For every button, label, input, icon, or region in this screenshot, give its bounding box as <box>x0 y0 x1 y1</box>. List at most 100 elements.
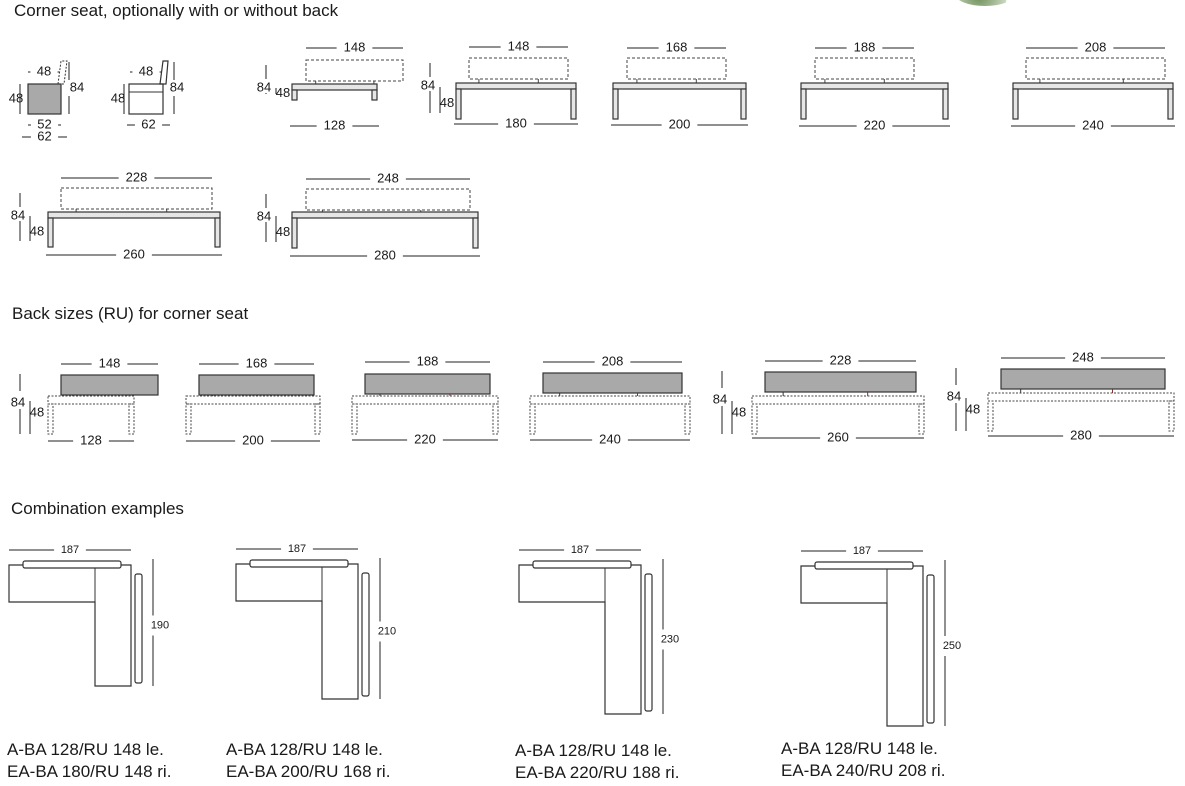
plan-outline <box>800 565 924 727</box>
dim-back-width-label: 248 <box>377 170 399 185</box>
dim-seat-height-label: 48 <box>30 404 44 419</box>
seat-top <box>800 82 949 90</box>
plan-outline <box>518 564 642 715</box>
dim-seat-height-label: 48 <box>440 95 454 110</box>
plan-outline <box>235 563 359 700</box>
dim-combination-depth-label: 190 <box>151 619 169 631</box>
seat-leg-left <box>529 403 536 435</box>
seat-leg-right <box>740 88 747 120</box>
side-open-body <box>128 83 164 115</box>
seat-top <box>987 392 1175 402</box>
seat-leg-left <box>185 403 192 435</box>
section-heading-back-sizes: Back sizes (RU) for corner seat <box>12 304 249 323</box>
dim-depth-outer-label: 62 <box>141 116 155 131</box>
dim-seat-height-label: 48 <box>966 401 980 416</box>
seat-top <box>291 211 479 219</box>
dim-combination-width-label: 187 <box>61 544 79 556</box>
back-cushion <box>542 372 683 394</box>
seat-leg-left <box>751 403 758 435</box>
seat-leg-right <box>314 403 321 435</box>
dim-combination-depth-label: 250 <box>943 640 961 652</box>
dim-seat-width-label: 200 <box>242 432 264 447</box>
back-cushion <box>1025 57 1166 80</box>
seat-leg-right <box>684 403 691 435</box>
back-cushion <box>60 187 213 210</box>
dim-seat-width-label: 128 <box>80 432 102 447</box>
dim-seat-width-label: 220 <box>414 431 436 446</box>
back-cushion <box>764 371 917 393</box>
side-block-body <box>27 83 62 115</box>
seat-top <box>351 395 499 405</box>
dim-back-width-label: 228 <box>830 352 852 367</box>
seat-top <box>612 82 747 90</box>
seat-leg-right <box>492 403 499 435</box>
dim-seat-width-label: 240 <box>1082 117 1104 132</box>
seat-leg-left <box>455 88 462 120</box>
dim-seat-height-label: 48 <box>111 90 125 105</box>
plan-back-right <box>361 572 370 697</box>
dim-combination-depth-label: 210 <box>378 625 396 637</box>
dim-total-height-label: 84 <box>257 208 271 223</box>
dim-back-width-label: 208 <box>602 353 624 368</box>
seat-top <box>455 82 577 90</box>
seat-leg-right <box>570 88 577 120</box>
seat-leg-right <box>1167 88 1174 120</box>
dim-total-height-label: 84 <box>11 394 25 409</box>
dim-back-width-label: 148 <box>99 355 121 370</box>
dim-total-height-label: 84 <box>421 77 435 92</box>
seat-leg-left <box>291 89 298 101</box>
plan-back-right <box>134 573 143 684</box>
dim-combination-depth-label: 230 <box>661 633 679 645</box>
dim-total-height-label: 84 <box>170 79 184 94</box>
dim-seat-width-label: 180 <box>505 115 527 130</box>
seat-leg-left <box>612 88 619 120</box>
combination-caption-line-2: EA-BA 200/RU 168 ri. <box>226 762 391 781</box>
dim-total-height-label: 84 <box>713 391 727 406</box>
dim-back-width-label: 168 <box>246 355 268 370</box>
combination-caption-line-2: EA-BA 180/RU 148 ri. <box>7 762 172 781</box>
dim-total-height-label: 84 <box>70 79 84 94</box>
plan-back-top <box>532 560 632 569</box>
dim-seat-height-label: 48 <box>9 90 23 105</box>
dim-back-width-label: 248 <box>1072 349 1094 364</box>
dim-depth-inner-label: 52 <box>37 116 51 131</box>
seat-leg-left <box>291 217 298 249</box>
seat-leg-right <box>214 217 221 248</box>
combination-caption-3: A-BA 128/RU 148 le. EA-BA 220/RU 188 ri. <box>515 740 679 784</box>
plan-back-right <box>926 574 935 724</box>
combination-caption-line-1: A-BA 128/RU 148 le. <box>226 740 383 759</box>
dim-combination-width-label: 187 <box>571 544 589 556</box>
dim-seat-width-label: 280 <box>1070 427 1092 442</box>
seat-leg-left <box>47 217 54 248</box>
dim-seat-width-label: 240 <box>599 431 621 446</box>
combination-caption-1: A-BA 128/RU 148 le. EA-BA 180/RU 148 ri. <box>7 739 171 783</box>
seat-leg-left <box>1012 88 1019 120</box>
dim-seat-height-label: 48 <box>732 404 746 419</box>
seat-leg-right <box>942 88 949 120</box>
dim-combination-width-label: 187 <box>288 543 306 555</box>
back-cushion <box>626 57 727 80</box>
dim-top-width-label: 48 <box>139 63 153 78</box>
seat-leg-left <box>987 400 994 432</box>
seat-leg-left <box>800 88 807 120</box>
section-heading-corner-seat: Corner seat, optionally with or without … <box>14 1 339 20</box>
side-back-outline <box>57 60 68 85</box>
seat-top <box>47 395 135 405</box>
back-cushion <box>305 59 404 82</box>
dim-total-height-label: 84 <box>257 79 271 94</box>
dim-depth-outer-label: 62 <box>37 128 51 143</box>
combination-caption-line-1: A-BA 128/RU 148 le. <box>7 740 164 759</box>
dim-seat-width-label: 280 <box>374 247 396 262</box>
section-heading-combinations: Combination examples <box>11 499 184 518</box>
side-open-back <box>159 60 169 85</box>
seat-top <box>529 395 691 405</box>
dim-seat-width-label: 200 <box>669 116 691 131</box>
back-cushion <box>1000 368 1166 390</box>
dim-back-width-label: 188 <box>417 353 439 368</box>
back-cushion <box>60 374 159 396</box>
combination-caption-4: A-BA 128/RU 148 le. EA-BA 240/RU 208 ri. <box>781 738 945 782</box>
combination-caption-line-1: A-BA 128/RU 148 le. <box>515 741 672 760</box>
dim-back-width-label: 188 <box>854 39 876 54</box>
dim-back-width-label: 228 <box>126 169 148 184</box>
seat-leg-right <box>1168 400 1175 432</box>
